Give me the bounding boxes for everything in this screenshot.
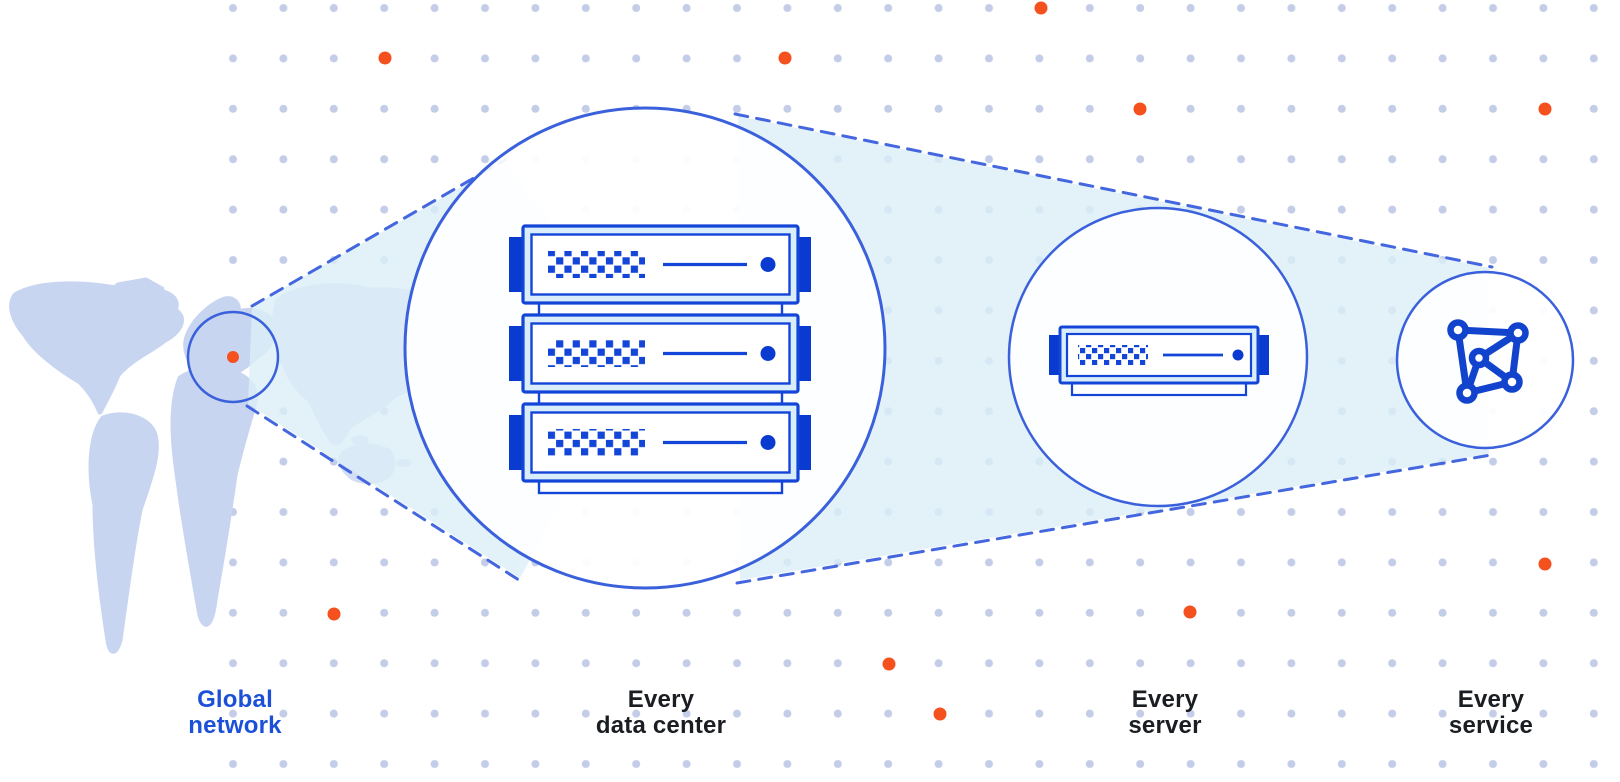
dashed-line-datacenter-to-service-bottom bbox=[735, 453, 1493, 585]
server-vent-pattern bbox=[1078, 345, 1148, 365]
label-every-service: Every service bbox=[1448, 686, 1534, 739]
server-ear-right bbox=[796, 326, 811, 381]
label-every-server: Every server bbox=[1128, 686, 1202, 739]
orange-dot bbox=[882, 657, 896, 671]
label-every-data-center: Every data center bbox=[595, 686, 727, 739]
orange-dot bbox=[378, 51, 392, 65]
server-tray bbox=[537, 301, 784, 317]
orange-dot bbox=[933, 707, 947, 721]
mesh-node bbox=[1501, 371, 1523, 393]
orange-dot bbox=[778, 51, 792, 65]
dashed-line-map-to-datacenter-top bbox=[250, 158, 507, 308]
orange-dots-layer bbox=[327, 1, 1552, 721]
server-tray bbox=[1070, 381, 1248, 397]
server-led bbox=[1232, 349, 1244, 361]
server-rack-stack bbox=[509, 224, 811, 495]
server-ear-left bbox=[1049, 335, 1061, 375]
orange-dot bbox=[1183, 605, 1197, 619]
server-vent-pattern bbox=[548, 340, 645, 367]
dashed-projection-lines bbox=[245, 112, 1494, 585]
network-mesh-icon bbox=[1447, 319, 1529, 404]
map-africa bbox=[170, 366, 259, 627]
server-ear-left bbox=[509, 237, 524, 292]
map-south-america bbox=[88, 412, 159, 654]
map-highlight-circle bbox=[186, 310, 280, 404]
server-led bbox=[760, 435, 776, 450]
mesh-node-center bbox=[1468, 347, 1490, 369]
server-unit bbox=[509, 224, 811, 305]
label-global-network: Global network bbox=[188, 686, 282, 739]
location-dot bbox=[227, 351, 239, 363]
server-ear-right bbox=[796, 415, 811, 470]
mesh-node bbox=[1456, 382, 1478, 404]
server-tray bbox=[537, 390, 784, 406]
dashed-line-datacenter-to-service-top bbox=[733, 112, 1494, 269]
server-unit bbox=[509, 313, 811, 394]
orange-dot bbox=[1538, 102, 1552, 116]
orange-dot bbox=[1538, 557, 1552, 571]
orange-dot bbox=[327, 607, 341, 621]
server-vent-pattern bbox=[548, 251, 645, 278]
server-led bbox=[760, 346, 776, 361]
map-north-america bbox=[9, 281, 184, 415]
global-network-highlight bbox=[186, 310, 280, 404]
server-unit bbox=[509, 402, 811, 483]
orange-dot bbox=[1133, 102, 1147, 116]
dashed-line-map-to-datacenter-bottom bbox=[245, 404, 524, 584]
server-led bbox=[760, 257, 776, 272]
mesh-node bbox=[1447, 319, 1469, 341]
server-tray bbox=[537, 479, 784, 495]
server-vent-pattern bbox=[548, 429, 645, 456]
server-ear-left bbox=[509, 415, 524, 470]
server-ear-left bbox=[509, 326, 524, 381]
server-ear-right bbox=[796, 237, 811, 292]
single-server bbox=[1049, 325, 1269, 397]
mesh-node bbox=[1507, 322, 1529, 344]
server-ear-right bbox=[1257, 335, 1269, 375]
orange-dot bbox=[1034, 1, 1048, 15]
